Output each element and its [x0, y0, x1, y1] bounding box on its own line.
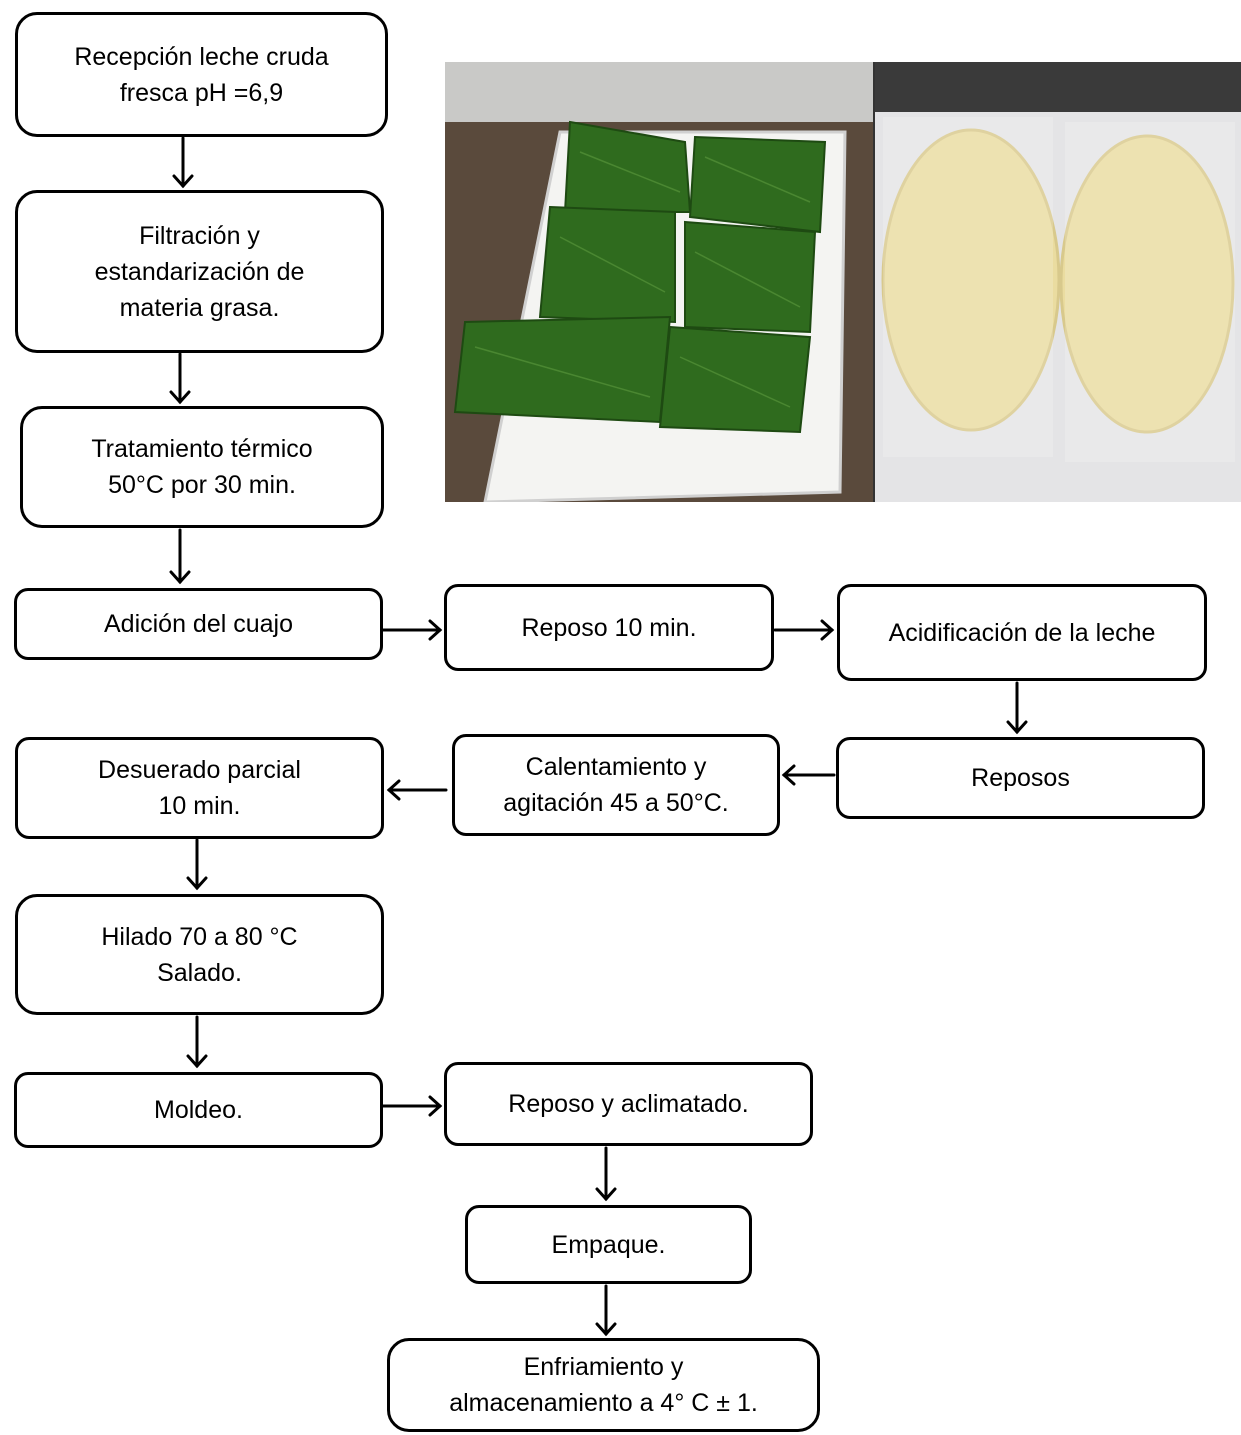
step-reposo-aclimatado: Reposo y aclimatado.: [444, 1062, 813, 1146]
step-adicion: Adición del cuajo: [14, 588, 383, 660]
step-empaque: Empaque.: [465, 1205, 752, 1284]
step-filtracion-label: Filtración y estandarización de materia …: [94, 221, 305, 322]
step-enfriamiento-label: Enfriamiento y almacenamiento a 4° C ± 1…: [449, 1353, 758, 1417]
step-reposo-10-label: Reposo 10 min.: [521, 613, 697, 642]
step-tratamiento-label: Tratamiento térmico 50°C por 30 min.: [91, 435, 313, 499]
arrow-adicion-reposo10: [381, 619, 443, 641]
step-reposo-aclimatado-label: Reposo y aclimatado.: [508, 1090, 749, 1118]
step-hilado: Hilado 70 a 80 °C Salado.: [15, 894, 384, 1015]
arrow-reposo10-acidificacion: [773, 619, 835, 641]
step-recepcion: Recepción leche cruda fresca pH =6,9: [15, 12, 388, 137]
step-acidificacion: Acidificación de la leche: [837, 584, 1207, 681]
arrow-desuerado-hilado: [186, 838, 208, 891]
arrow-hilado-moldeo: [186, 1015, 208, 1069]
arrow-reposos-calentamiento: [781, 764, 836, 786]
step-filtracion: Filtración y estandarización de materia …: [15, 190, 384, 353]
step-hilado-label: Hilado 70 a 80 °C Salado.: [101, 922, 298, 987]
step-reposo-10: Reposo 10 min.: [444, 584, 774, 671]
arrow-recepcion-filtracion: [172, 136, 194, 189]
step-calentamiento: Calentamiento y agitación 45 a 50°C.: [452, 734, 780, 836]
arrow-empaque-enfriamiento: [595, 1284, 617, 1337]
photo-cheese-packaged: [873, 62, 1241, 502]
step-tratamiento: Tratamiento térmico 50°C por 30 min.: [20, 406, 384, 528]
step-recepcion-label: Recepción leche cruda fresca pH =6,9: [74, 42, 329, 107]
step-moldeo: Moldeo.: [14, 1072, 383, 1148]
arrow-tratamiento-adicion: [169, 528, 191, 585]
step-acidificacion-label: Acidificación de la leche: [888, 618, 1156, 647]
arrow-moldeo-reposo-aclimatado: [381, 1095, 443, 1117]
photo-cheese-in-leaves: [445, 62, 873, 502]
leaf-wrapped-cheese-image: [445, 62, 873, 502]
step-desuerado-label: Desuerado parcial 10 min.: [98, 756, 301, 820]
step-adicion-label: Adición del cuajo: [103, 610, 293, 638]
vacuum-packed-cheese-image: [875, 62, 1241, 502]
step-calentamiento-label: Calentamiento y agitación 45 a 50°C.: [503, 753, 729, 817]
step-desuerado: Desuerado parcial 10 min.: [15, 737, 384, 839]
step-reposos-label: Reposos: [971, 764, 1070, 792]
step-reposos: Reposos: [836, 737, 1205, 819]
arrow-calentamiento-desuerado: [386, 779, 448, 801]
step-moldeo-label: Moldeo.: [154, 1096, 243, 1124]
arrow-reposo-aclimatado-empaque: [595, 1146, 617, 1202]
step-enfriamiento: Enfriamiento y almacenamiento a 4° C ± 1…: [387, 1338, 820, 1432]
step-empaque-label: Empaque.: [551, 1230, 666, 1259]
arrow-acidificacion-reposos: [1006, 681, 1028, 735]
arrow-filtracion-tratamiento: [169, 352, 191, 405]
